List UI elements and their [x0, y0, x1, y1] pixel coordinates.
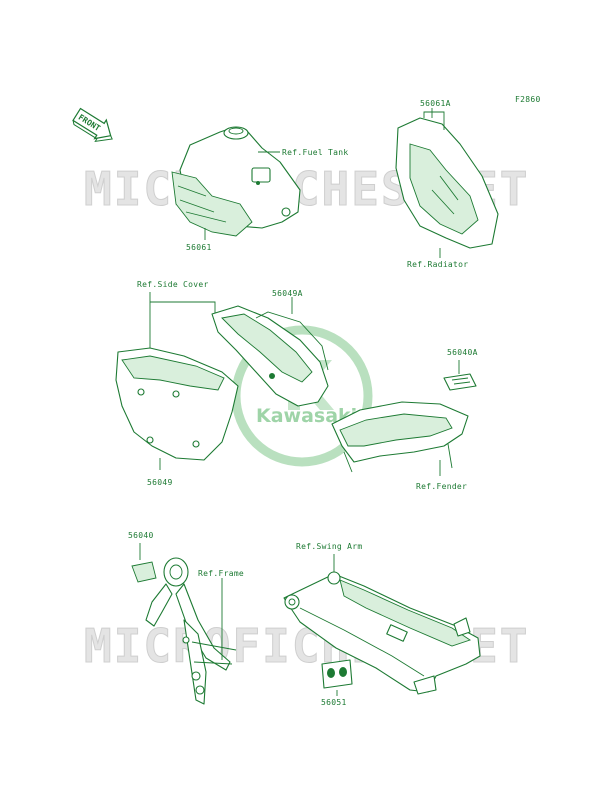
- side-cover-labels: [115, 292, 329, 470]
- label-fender: Ref.Fender: [416, 482, 467, 491]
- label-56051: 56051: [321, 698, 347, 707]
- label-56040: 56040: [128, 531, 154, 540]
- label-radiator: Ref.Radiator: [407, 260, 468, 269]
- fender-labels: [331, 401, 469, 476]
- decal-56040a: [443, 360, 477, 391]
- logo-text: Kawasaki: [256, 405, 357, 427]
- swing-arm-labels: [283, 554, 481, 696]
- label-56061a: 56061A: [420, 99, 451, 108]
- label-56049a: 56049A: [272, 289, 303, 298]
- label-frame: Ref.Frame: [198, 569, 244, 578]
- radiator-labels: [395, 108, 499, 258]
- label-56040a: 56040A: [447, 348, 478, 357]
- diagram-code: F2860: [515, 95, 541, 104]
- label-fuel-tank: Ref.Fuel Tank: [282, 148, 349, 157]
- label-56061: 56061: [186, 243, 212, 252]
- frame-labels: [131, 543, 237, 705]
- front-arrow-icon: FRONT: [72, 107, 113, 143]
- label-side-cover: Ref.Side Cover: [137, 280, 209, 289]
- label-swing-arm: Ref.Swing Arm: [296, 542, 363, 551]
- label-56049: 56049: [147, 478, 173, 487]
- fuel-tank-labels: [171, 126, 301, 240]
